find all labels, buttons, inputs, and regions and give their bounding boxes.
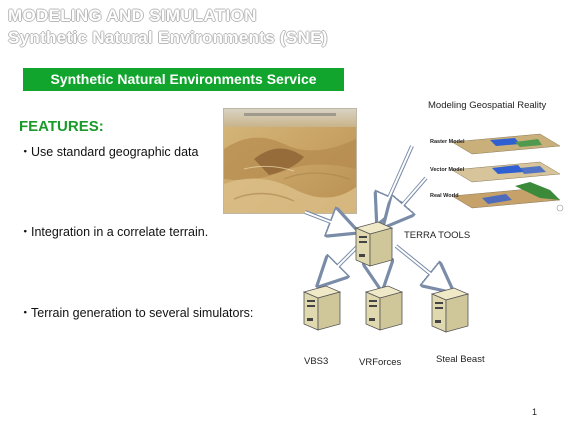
page-number: 1	[532, 407, 538, 417]
vector-model-label: Vector Model	[430, 167, 465, 173]
raster-model-label: Raster Model	[430, 139, 465, 145]
slide-title-line1: MODELING AND SIMULATION	[8, 6, 257, 25]
steal-beast-label: Steal Beast	[436, 354, 485, 365]
geospatial-layers-graphic	[451, 133, 564, 212]
vrforces-server-icon	[364, 285, 404, 331]
feature-item-text: Use standard geographic data	[31, 145, 199, 159]
features-heading: FEATURES:	[19, 118, 104, 135]
geospatial-title: Modeling Geospatial Reality	[428, 100, 547, 111]
terra-tools-server-icon	[354, 221, 394, 267]
vbs3-label: VBS3	[304, 356, 329, 367]
terrain-render-image	[223, 108, 357, 214]
vbs3-server-icon	[302, 285, 342, 331]
feature-item: ・Integration in a correlate terrain.	[19, 225, 209, 239]
feature-item: ・Use standard geographic data	[19, 145, 199, 159]
feature-item-text: Terrain generation to several simulators…	[31, 306, 254, 320]
terra-tools-label: TERRA TOOLS	[404, 230, 471, 241]
slide-title-line2: Synthetic Natural Environments (SNE)	[8, 28, 328, 47]
section-banner: Synthetic Natural Environments Service	[23, 68, 344, 91]
feature-item: ・Terrain generation to several simulator…	[19, 306, 254, 320]
feature-item-text: Integration in a correlate terrain.	[31, 225, 209, 239]
steal-beast-server-icon	[430, 287, 470, 333]
real-world-label: Real World	[430, 193, 459, 199]
vrforces-label: VRForces	[359, 357, 402, 368]
